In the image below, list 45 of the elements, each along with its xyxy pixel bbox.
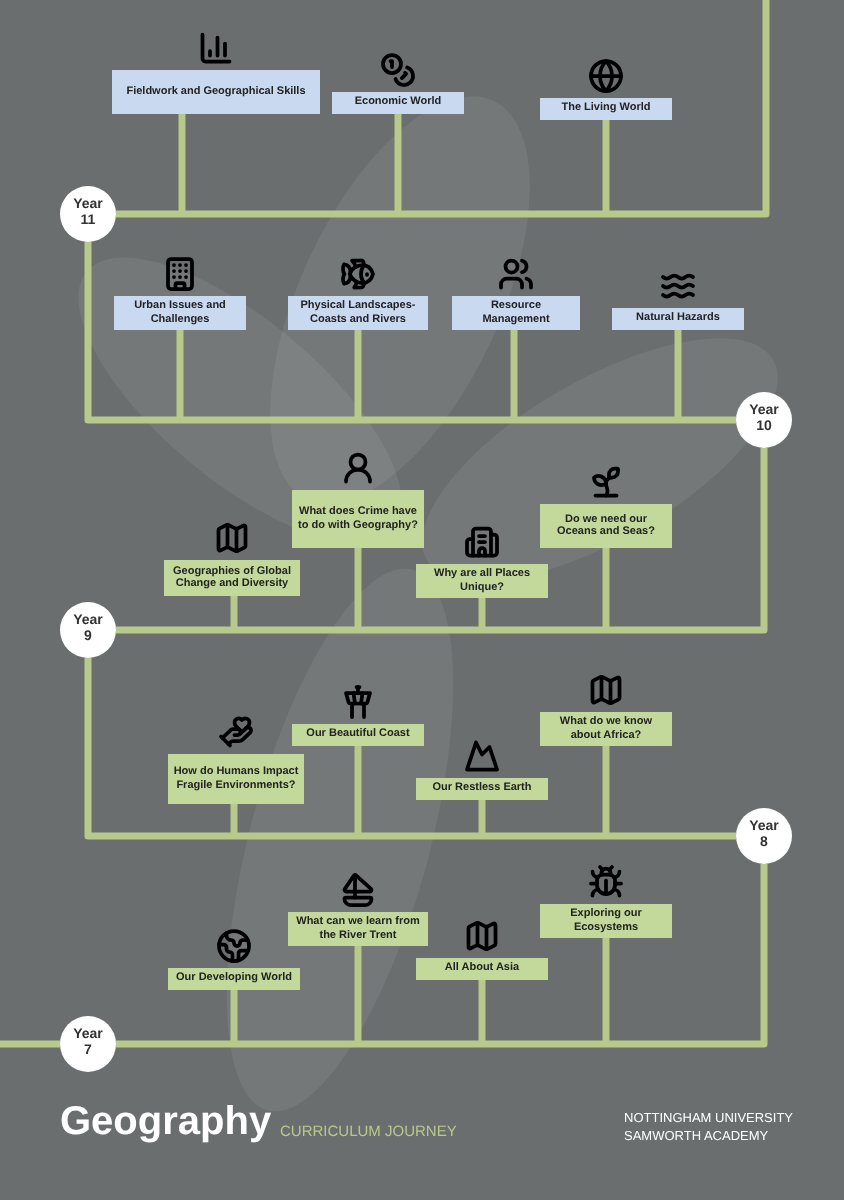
- topic-box: [612, 308, 744, 330]
- topic-box: [114, 296, 246, 330]
- connector-line: [510, 330, 518, 420]
- connector-line: [230, 804, 238, 836]
- connector-line: [602, 938, 610, 1044]
- connector-line: [478, 980, 486, 1044]
- connector-line: [602, 120, 610, 214]
- topic-box: [292, 490, 424, 548]
- topic-box: [416, 564, 548, 598]
- topic-box: [540, 712, 672, 746]
- topic-box: [292, 724, 424, 746]
- topic-box: [164, 560, 300, 596]
- connector-line: [478, 598, 486, 630]
- connector-line: [354, 746, 362, 836]
- topic-box: [452, 296, 580, 330]
- connector-line: [354, 330, 362, 420]
- topic-box: [540, 504, 672, 548]
- connector-line: [178, 114, 186, 214]
- connector-line: [116, 448, 768, 634]
- topic-box: [288, 296, 428, 330]
- connector-line: [0, 1040, 60, 1048]
- topic-box: [540, 98, 672, 120]
- connector-line: [84, 658, 736, 840]
- topic-box: [332, 92, 464, 114]
- topic-box: [168, 968, 300, 990]
- connector-line: [230, 990, 238, 1044]
- connector-line: [354, 946, 362, 1044]
- connector-line: [116, 864, 768, 1048]
- topic-box: [416, 778, 548, 800]
- connector-line: [354, 548, 362, 630]
- connector-line: [478, 800, 486, 836]
- connector-line: [230, 596, 238, 630]
- connector-line: [602, 746, 610, 836]
- topic-box: [112, 70, 320, 114]
- connector-line: [176, 330, 184, 420]
- topic-box: [540, 904, 672, 938]
- topic-box: [416, 958, 548, 980]
- connector-line: [116, 0, 770, 218]
- connector-line: [602, 548, 610, 630]
- connector-line: [394, 114, 402, 214]
- topic-box: [168, 754, 304, 804]
- topic-box: [288, 912, 428, 946]
- title: Geography: [60, 1098, 272, 1146]
- connector-line: [84, 242, 736, 424]
- connector-line: [674, 330, 682, 420]
